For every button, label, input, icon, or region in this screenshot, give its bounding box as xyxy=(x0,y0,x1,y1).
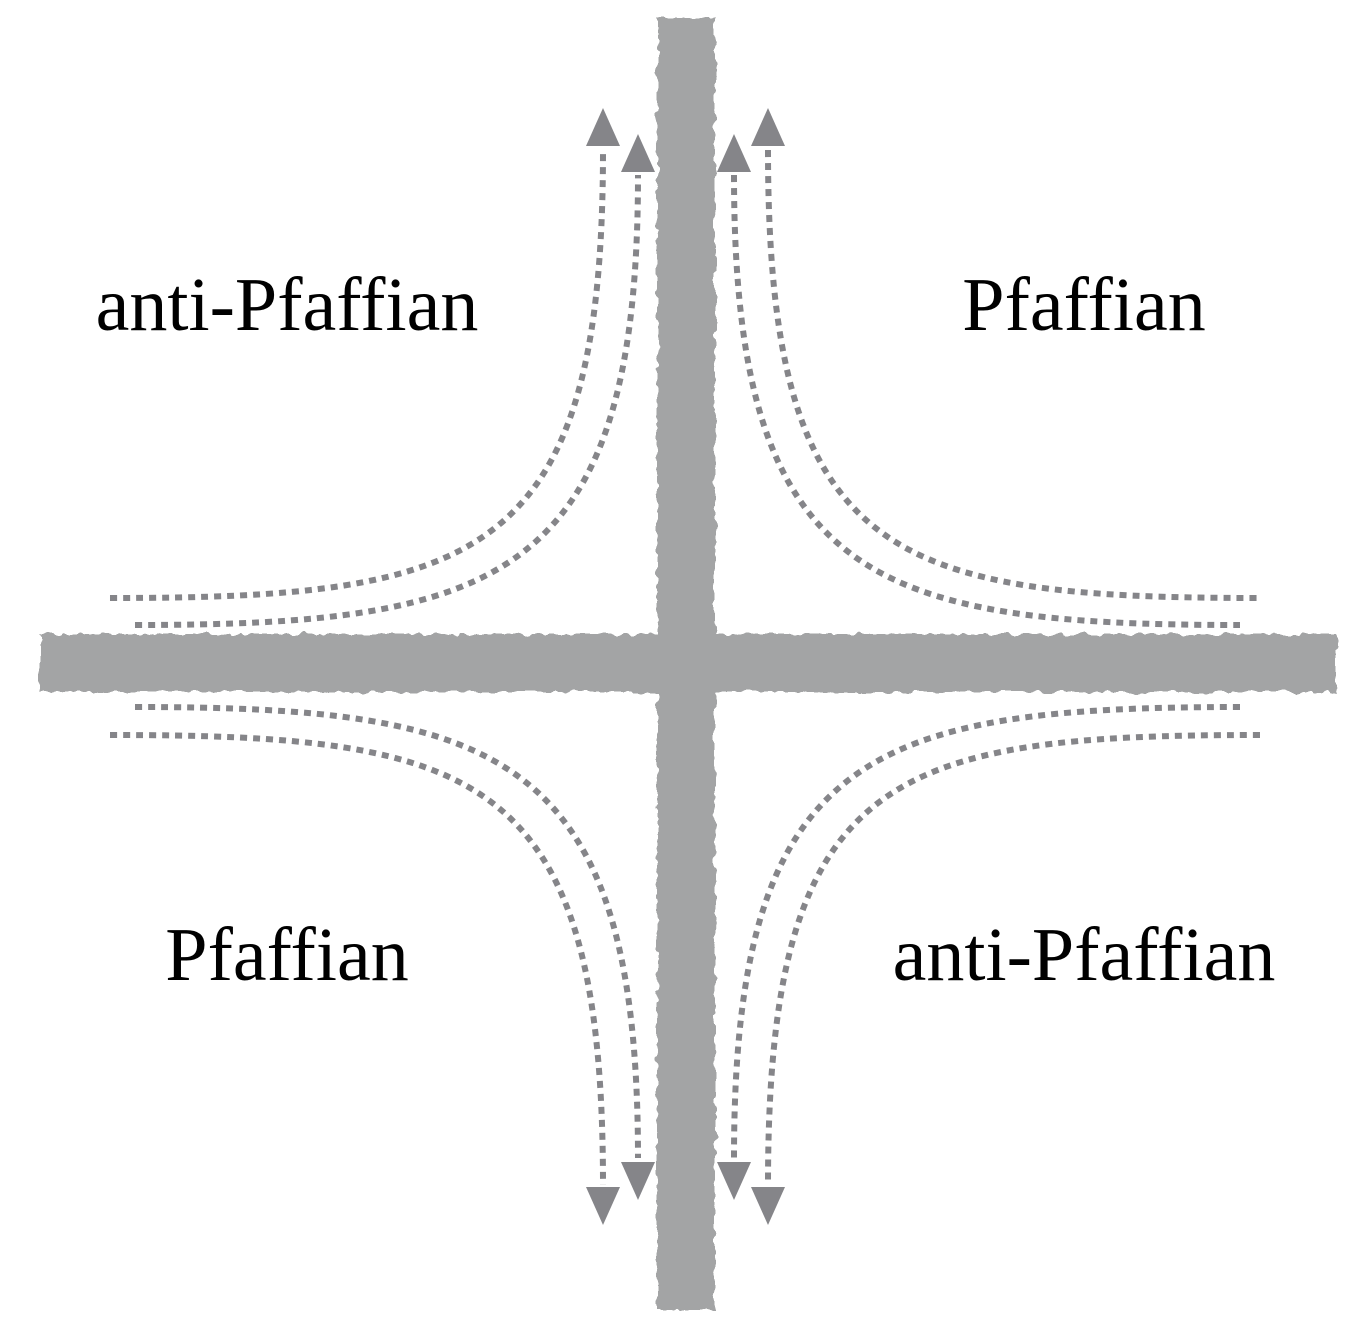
arrowhead-up-icon xyxy=(717,134,751,172)
edge-mode-top-right-inner xyxy=(731,174,1241,628)
edge-mode-bottom-right-inner xyxy=(731,704,1241,1159)
arrowhead-down-icon xyxy=(586,1187,620,1225)
region-label-top-right: Pfaffian xyxy=(962,263,1205,347)
arrowhead-up-icon xyxy=(621,134,655,172)
arrowhead-up-icon xyxy=(586,108,620,146)
domain-walls xyxy=(40,18,1336,1310)
edge-mode-top-right-outer xyxy=(765,149,1261,601)
edge-modes xyxy=(109,108,1261,1225)
region-label-bottom-right: anti-Pfaffian xyxy=(893,913,1276,997)
edge-mode-top-left-inner xyxy=(134,174,641,628)
arrowhead-down-icon xyxy=(717,1162,751,1200)
region-label-top-left: anti-Pfaffian xyxy=(96,263,479,347)
edge-mode-bottom-left-outer xyxy=(109,732,606,1186)
arrowhead-down-icon xyxy=(751,1187,785,1225)
region-label-bottom-left: Pfaffian xyxy=(165,913,408,997)
edge-mode-bottom-left-inner xyxy=(134,704,641,1159)
arrowhead-down-icon xyxy=(621,1162,655,1200)
edge-mode-bottom-right-outer xyxy=(765,732,1261,1186)
arrowhead-up-icon xyxy=(751,108,785,146)
edge-mode-top-left-outer xyxy=(109,149,606,601)
region-labels: anti-Pfaffian Pfaffian Pfaffian anti-Pfa… xyxy=(96,263,1276,997)
